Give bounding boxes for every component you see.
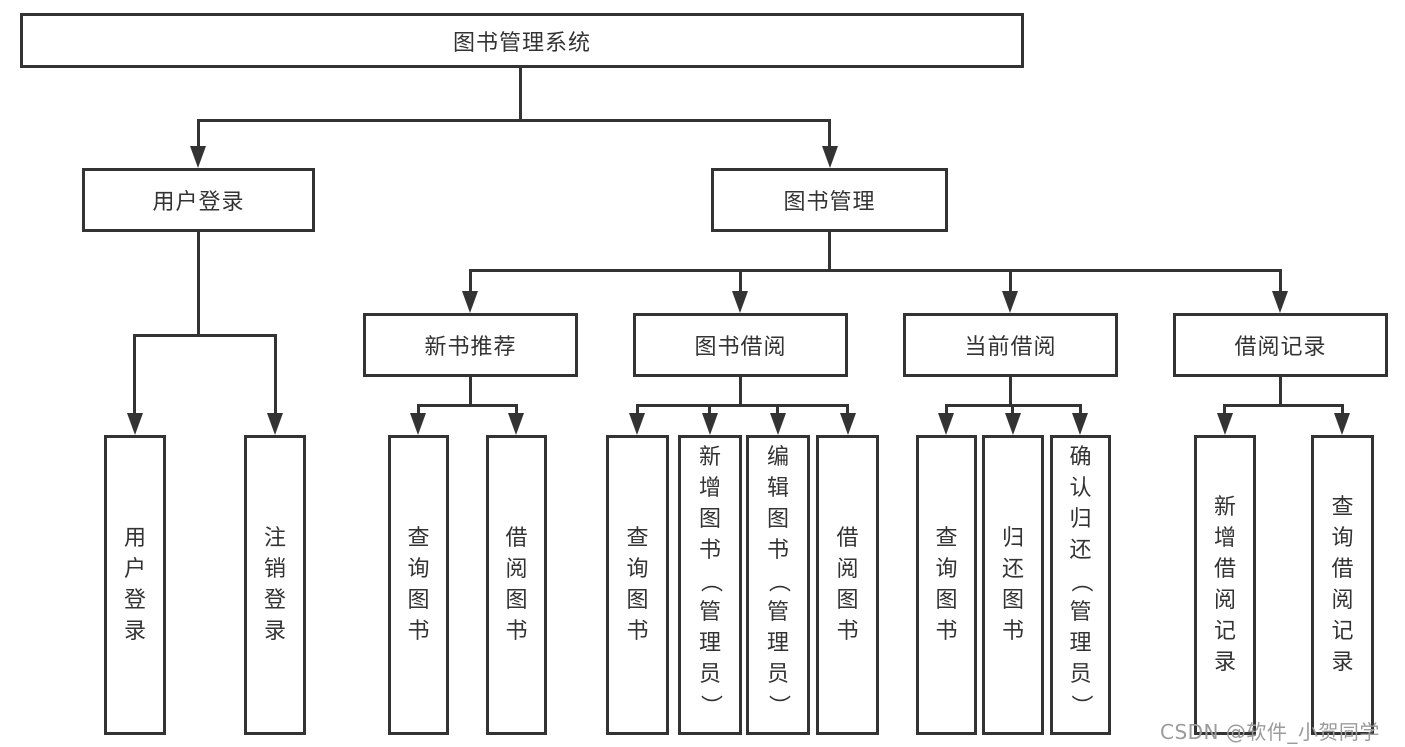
- connector-line: [1279, 377, 1282, 407]
- leaf-query-borrow-record: 查询借阅记录: [1311, 435, 1374, 735]
- arrow-down-icon: [462, 291, 478, 313]
- arrow-down-icon: [938, 413, 954, 435]
- arrow-down-icon: [770, 413, 786, 435]
- connector-line: [739, 269, 742, 293]
- node-user-login: 用户登录: [82, 168, 315, 232]
- connector-line: [133, 334, 136, 415]
- connector-line: [636, 404, 849, 407]
- node-label: 新书推荐: [424, 335, 517, 360]
- arrow-down-icon: [1005, 413, 1021, 435]
- connector-line: [1079, 404, 1082, 416]
- connector-line: [197, 119, 200, 148]
- leaf-confirm-return-admin: 确认归还（管理员）: [1050, 435, 1111, 735]
- connector-line: [469, 377, 472, 407]
- arrow-down-icon: [410, 413, 426, 435]
- csdn-watermark: CSDN @软件_小贺同学: [1160, 720, 1380, 744]
- connector-line: [1011, 404, 1014, 416]
- connector-line: [708, 404, 711, 416]
- leaf-edit-books-admin: 编辑图书（管理员）: [746, 435, 810, 735]
- leaf-query-books-2: 查询图书: [606, 435, 669, 735]
- arrow-down-icon: [508, 413, 524, 435]
- connector-line: [636, 404, 639, 416]
- connector-line: [1009, 377, 1012, 407]
- node-book-borrowing: 图书借阅: [633, 313, 848, 377]
- connector-line: [519, 68, 522, 121]
- connector-line: [417, 404, 420, 416]
- node-new-book-recommend: 新书推荐: [363, 313, 578, 377]
- leaf-borrow-books-1: 借阅图书: [486, 435, 547, 735]
- leaf-query-books-3: 查询图书: [916, 435, 977, 735]
- connector-line: [846, 404, 849, 416]
- arrow-down-icon: [840, 413, 856, 435]
- node-root-library-system: 图书管理系统: [20, 13, 1024, 68]
- arrow-down-icon: [702, 413, 718, 435]
- node-label: 借阅记录: [1234, 335, 1327, 360]
- connector-line: [515, 404, 518, 416]
- arrow-down-icon: [267, 413, 283, 435]
- connector-line: [469, 269, 1282, 272]
- connector-line: [828, 119, 831, 148]
- leaf-add-books-admin: 新增图书（管理员）: [678, 435, 742, 735]
- node-borrowing-records: 借阅记录: [1173, 313, 1388, 377]
- connector-line: [274, 334, 277, 415]
- arrow-down-icon: [822, 146, 838, 168]
- arrow-down-icon: [732, 291, 748, 313]
- arrow-down-icon: [1334, 413, 1350, 435]
- node-label: 图书管理: [783, 190, 876, 215]
- leaf-query-books-1: 查询图书: [388, 435, 449, 735]
- connector-line: [828, 232, 831, 272]
- connector-line: [945, 404, 948, 416]
- leaf-borrow-books-2: 借阅图书: [816, 435, 879, 735]
- connector-line: [1279, 269, 1282, 293]
- arrow-down-icon: [1002, 291, 1018, 313]
- leaf-add-borrow-record: 新增借阅记录: [1194, 435, 1256, 735]
- connector-line: [417, 404, 518, 407]
- arrow-down-icon: [1272, 291, 1288, 313]
- node-label: 当前借阅: [964, 335, 1057, 360]
- connector-line: [776, 404, 779, 416]
- connector-line: [1223, 404, 1226, 416]
- node-label: 图书管理系统: [452, 30, 591, 56]
- node-current-borrowing: 当前借阅: [903, 313, 1118, 377]
- leaf-return-books: 归还图书: [982, 435, 1044, 735]
- node-label: 用户登录: [152, 190, 245, 215]
- connector-line: [739, 377, 742, 407]
- connector-line: [469, 269, 472, 293]
- arrow-down-icon: [629, 413, 645, 435]
- leaf-logout: 注销登录: [244, 435, 306, 735]
- arrow-down-icon: [1072, 413, 1088, 435]
- node-book-management: 图书管理: [711, 168, 948, 232]
- connector-line: [197, 232, 200, 336]
- arrow-down-icon: [127, 413, 143, 435]
- node-label: 图书借阅: [694, 335, 787, 360]
- connector-line: [1341, 404, 1344, 416]
- connector-line: [133, 334, 277, 337]
- arrow-down-icon: [1217, 413, 1233, 435]
- connector-line: [1009, 269, 1012, 293]
- arrow-down-icon: [190, 146, 206, 168]
- connector-line: [197, 119, 831, 122]
- leaf-user-login: 用户登录: [104, 435, 166, 735]
- connector-line: [1223, 404, 1344, 407]
